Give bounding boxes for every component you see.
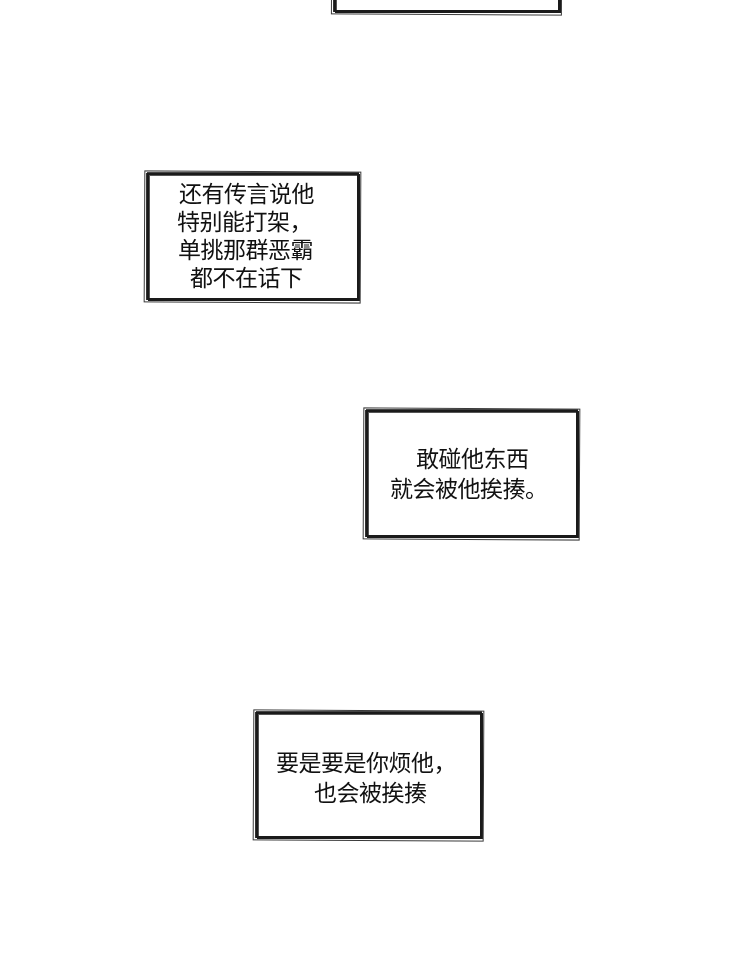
bubble-text-line: 特别能打架， — [177, 210, 313, 236]
bubble-text-line: 就会被他挨揍。 — [390, 477, 548, 503]
bubble-text-line: 也会被挨揍 — [314, 781, 427, 807]
bubble-text-line: 要是要是你烦他， — [276, 751, 457, 777]
bubble-text-line: 都不在话下 — [190, 266, 303, 292]
bubble-text-line: 还有传言说他 — [179, 182, 315, 208]
speech-bubble-rumor: 还有传言说他 特别能打架， 单挑那群恶霸 都不在话下 — [147, 173, 359, 300]
speech-bubble-annoy: 要是要是你烦他， 也会被挨揍 — [256, 712, 482, 838]
speech-bubble-cutoff — [334, 0, 560, 12]
bubble-text-line: 敢碰他东西 — [416, 447, 529, 473]
speech-bubble-touch: 敢碰他东西 就会被他挨揍。 — [366, 410, 578, 537]
bubble-text-line: 单挑那群恶霸 — [178, 238, 314, 264]
